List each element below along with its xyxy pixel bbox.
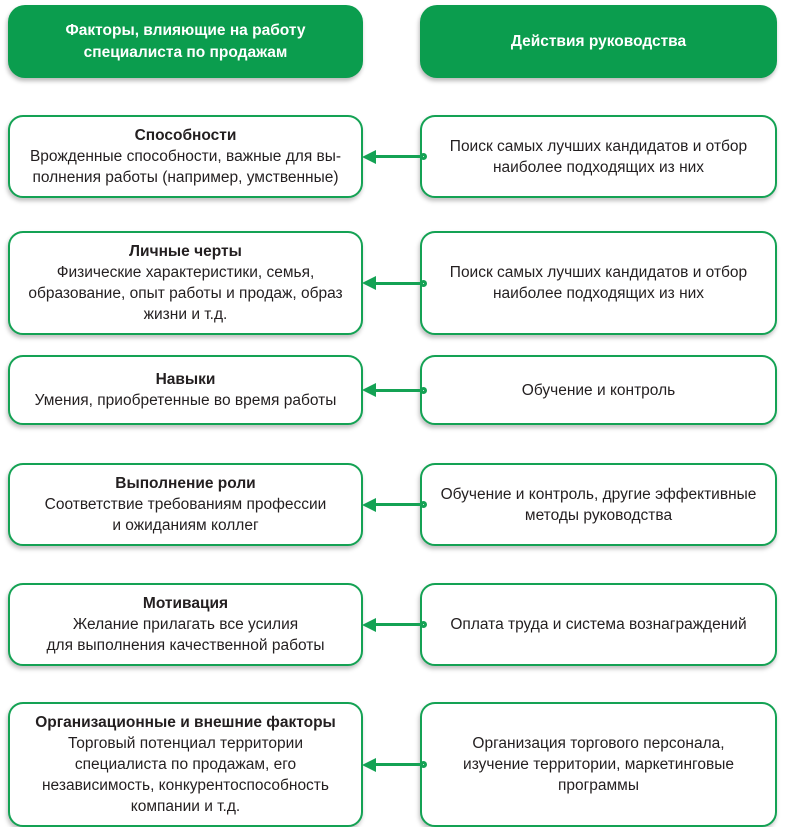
action-box: Обучение и контроль <box>420 355 777 425</box>
action-box: Организация торгового персонала, изучени… <box>420 702 777 827</box>
action-box: Обучение и контроль, другие эффективные … <box>420 463 777 546</box>
action-text: Оплата труда и система вознаграждений <box>450 616 747 633</box>
connector-line <box>376 503 420 506</box>
row-personal-traits: Личные черты Физические характеристики, … <box>8 231 777 335</box>
factor-box: Навыки Умения, приобретенные во время ра… <box>8 355 363 425</box>
row-motivation: Мотивация Желание прилагать все усилия д… <box>8 583 777 666</box>
arrow-left-icon <box>362 757 376 772</box>
arrow-left-icon <box>362 617 376 632</box>
arrow-connector <box>362 463 427 546</box>
connector-line <box>376 388 420 392</box>
arrow-connector <box>362 231 427 335</box>
arrow-left-icon <box>362 276 376 290</box>
header-actions: Действия руководства <box>420 5 777 78</box>
action-text: Поиск самых лучших кандидатов и отбор на… <box>449 137 748 176</box>
arrow-connector <box>362 583 427 666</box>
header-row: Факторы, влияющие на работу специалиста … <box>8 5 777 78</box>
factor-box: Личные черты Физические характеристики, … <box>8 231 363 335</box>
factor-title: Личные черты <box>129 243 242 260</box>
row-skills: Навыки Умения, приобретенные во время ра… <box>8 355 777 425</box>
action-text: Поиск самых лучших кандидатов и отбор на… <box>449 264 748 302</box>
connector-line <box>376 623 420 626</box>
arrow-left-icon <box>362 497 376 512</box>
action-text: Организация торгового персонала, изучени… <box>463 735 734 794</box>
connector-circle-icon <box>420 153 427 160</box>
action-box: Поиск самых лучших кандидатов и отбор на… <box>420 115 777 198</box>
connector-line <box>376 281 420 285</box>
factor-box: Мотивация Желание прилагать все усилия д… <box>8 583 363 666</box>
row-role-performance: Выполнение роли Соответствие требованиям… <box>8 463 777 546</box>
factor-body: Врожденные способности, важные для вы- п… <box>29 148 342 186</box>
row-abilities: Способности Врожденные способности, важн… <box>8 115 777 198</box>
action-text: Обучение и контроль <box>521 381 676 399</box>
connector-circle-icon <box>420 621 427 628</box>
connector-circle-icon <box>420 501 427 508</box>
factor-title: Мотивация <box>142 595 229 612</box>
factor-title: Способности <box>134 127 237 144</box>
factor-body: Торговый потенциал территории специалист… <box>42 735 329 815</box>
action-text: Обучение и контроль, другие эффективные … <box>440 485 757 524</box>
factor-title: Организационные и внешние факторы <box>35 714 336 731</box>
arrow-connector <box>362 702 427 827</box>
factor-title: Навыки <box>155 371 216 388</box>
factor-box: Выполнение роли Соответствие требованиям… <box>8 463 363 546</box>
connector-circle-icon <box>420 386 427 394</box>
factor-body: Умения, приобретенные во время работы <box>34 392 337 409</box>
factor-body: Желание прилагать все усилия для выполне… <box>46 616 325 654</box>
action-box: Поиск самых лучших кандидатов и отбор на… <box>420 231 777 335</box>
connector-circle-icon <box>420 761 427 768</box>
action-box: Оплата труда и система вознаграждений <box>420 583 777 666</box>
arrow-left-icon <box>362 149 376 164</box>
arrow-connector <box>362 115 427 198</box>
arrow-connector <box>362 355 427 425</box>
arrow-left-icon <box>362 383 376 397</box>
sales-factors-diagram: Факторы, влияющие на работу специалиста … <box>8 5 777 827</box>
connector-line <box>376 763 420 766</box>
row-organizational-factors: Организационные и внешние факторы Торгов… <box>8 702 777 827</box>
factor-body: Соответствие требованиям профессии и ожи… <box>44 496 327 534</box>
header-factors: Факторы, влияющие на работу специалиста … <box>8 5 363 78</box>
connector-line <box>376 155 420 158</box>
factor-title: Выполнение роли <box>115 475 256 492</box>
header-gap <box>363 5 420 78</box>
factor-box: Организационные и внешние факторы Торгов… <box>8 702 363 827</box>
factor-box: Способности Врожденные способности, важн… <box>8 115 363 198</box>
factor-body: Физические характеристики, семья, образо… <box>28 264 343 323</box>
connector-circle-icon <box>420 279 427 287</box>
